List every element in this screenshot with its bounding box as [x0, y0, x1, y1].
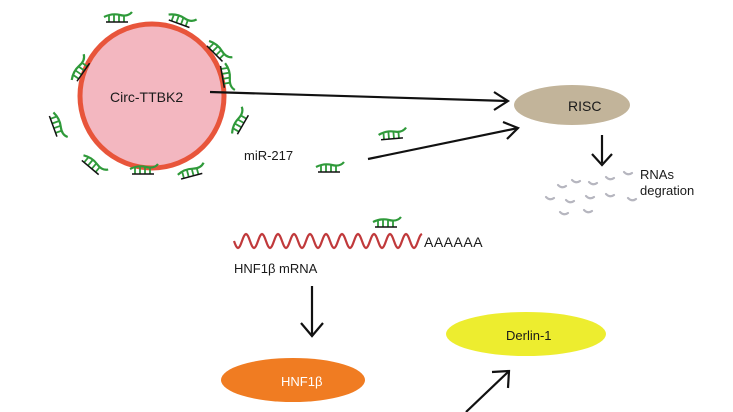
risc-ellipse: [514, 85, 630, 125]
hnf1b-ellipse: [221, 358, 365, 402]
mrna-strand: [232, 232, 423, 250]
free-mirna: [377, 126, 409, 142]
arrow-mir-to-risc: [367, 126, 519, 161]
bound-mirna: [226, 105, 252, 138]
derlin-1-label: Derlin-1: [506, 328, 552, 343]
hnf1b-mrna-label: HNF1β mRNA: [234, 261, 318, 276]
mrna-bound-mirna: [371, 215, 403, 229]
arrow-circ-to-risc: [209, 90, 509, 103]
bound-mirna: [102, 10, 134, 24]
derlin-ellipse: [446, 312, 606, 356]
bound-mirna: [79, 150, 110, 179]
risc-label: RISC: [568, 98, 602, 114]
polya-tail-label: AAAAAA: [424, 234, 484, 250]
bound-mirna: [175, 161, 208, 181]
arrow-protein-to-derlin: [465, 371, 509, 412]
rna-degradation-label: RNAs degration: [640, 167, 695, 199]
circ-ttbk2-label: Circ-TTBK2: [110, 89, 184, 105]
mir-217-label: miR-217: [244, 148, 294, 163]
hnf1b-protein-label: HNF1β: [281, 374, 323, 389]
free-mirna: [314, 160, 346, 174]
bound-mirna: [47, 109, 69, 142]
